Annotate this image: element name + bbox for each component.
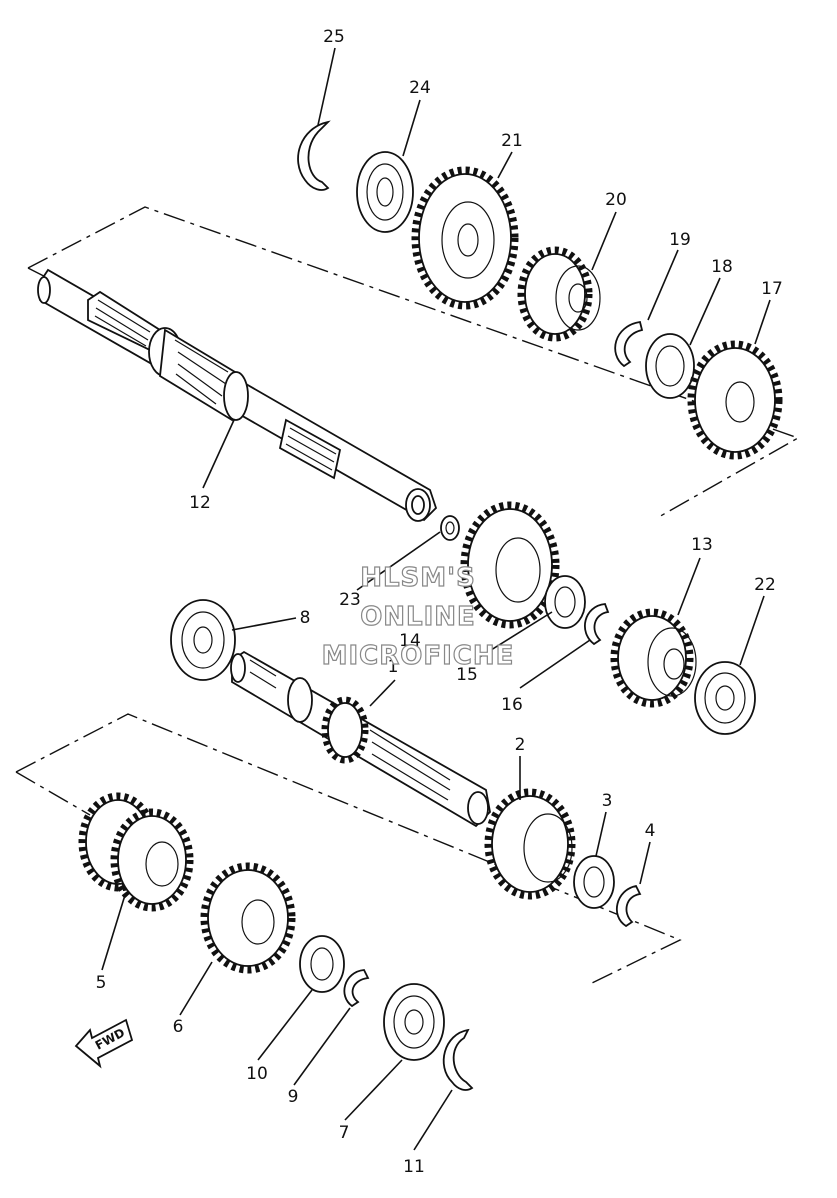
callout-19: 19	[669, 230, 691, 250]
watermark-line-3: MICROFICHE	[322, 641, 515, 671]
callout-11: 11	[403, 1157, 425, 1177]
lower-boundary-left-edge	[15, 771, 91, 816]
gear-17	[687, 340, 783, 460]
callout-23: 23	[339, 590, 361, 610]
callout-4: 4	[645, 821, 656, 841]
gear-13	[610, 608, 697, 708]
main-axle-shaft	[230, 650, 491, 828]
washer-18	[645, 333, 695, 399]
bearing-7	[383, 983, 445, 1061]
callout-1: 1	[388, 657, 399, 677]
watermark-line-1: HLSM'S	[360, 563, 476, 593]
circlip-11	[442, 1028, 474, 1091]
callout-13: 13	[691, 535, 713, 555]
gear-5	[78, 792, 194, 912]
callout-7: 7	[339, 1123, 350, 1143]
washer-15	[544, 575, 586, 629]
callout-24: 24	[409, 78, 431, 98]
callout-22: 22	[754, 575, 776, 595]
collar	[440, 515, 460, 541]
bearing-8	[170, 599, 236, 681]
bearing-22	[694, 661, 756, 735]
gear-14	[460, 501, 560, 629]
watermark: HLSM'S ONLINE MICROFICHE	[321, 562, 515, 671]
circlip-9	[343, 969, 370, 1008]
callout-2: 2	[515, 735, 526, 755]
gear-6	[200, 862, 296, 974]
circlip-4	[616, 884, 642, 928]
washer-10	[299, 935, 345, 993]
watermark-line-2: ONLINE	[360, 602, 476, 632]
callout-numbers: 25 24 21 20 19 18 17 12 23 8 14 1 15 16 …	[96, 27, 783, 1177]
callout-15: 15	[456, 665, 478, 685]
callout-14: 14	[399, 631, 421, 651]
circlip-25	[297, 120, 331, 191]
circlip-19	[614, 320, 644, 368]
callout-18: 18	[711, 257, 733, 277]
callout-6: 6	[173, 1017, 184, 1037]
gear-2	[484, 788, 576, 900]
callout-5: 5	[96, 973, 107, 993]
drive-axle-shaft	[37, 268, 438, 522]
gear-21	[411, 166, 519, 310]
callout-20: 20	[605, 190, 627, 210]
callout-16: 16	[501, 695, 523, 715]
callout-8: 8	[300, 608, 311, 628]
fwd-arrow-icon: FWD	[74, 1018, 134, 1069]
upper-assembly-boundary	[27, 206, 800, 519]
callout-9: 9	[288, 1087, 299, 1107]
leader-lines	[101, 47, 771, 1151]
gear-20	[517, 246, 601, 342]
bearing-24	[356, 151, 414, 233]
washer-3	[573, 855, 615, 909]
callout-17: 17	[761, 279, 783, 299]
callout-12: 12	[189, 493, 211, 513]
lower-assembly-boundary	[15, 713, 682, 986]
circlip-16	[584, 603, 610, 646]
callout-3: 3	[602, 791, 613, 811]
callout-10: 10	[246, 1064, 268, 1084]
callout-25: 25	[323, 27, 345, 47]
callout-21: 21	[501, 131, 523, 151]
